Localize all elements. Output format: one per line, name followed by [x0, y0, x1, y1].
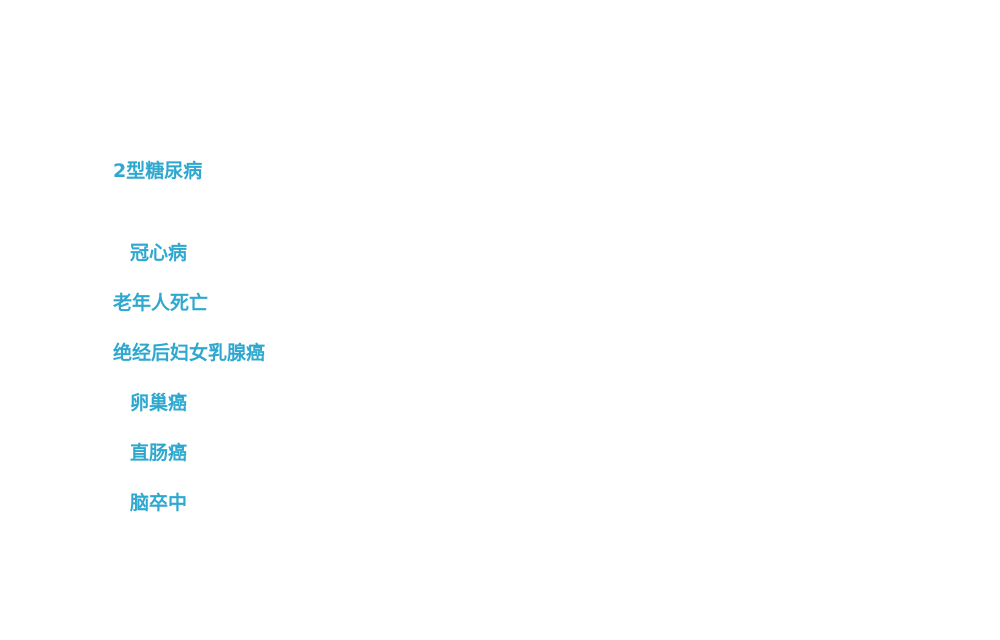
- label-stroke: 脑卒中: [130, 492, 188, 514]
- label-type2-diabetes: 2型糖尿病: [113, 160, 203, 182]
- label-postmenopausal-breast-cancer: 绝经后妇女乳腺癌: [113, 342, 266, 364]
- label-rectal-cancer: 直肠癌: [130, 442, 188, 464]
- label-ovarian-cancer: 卵巢癌: [130, 392, 188, 414]
- label-elderly-mortality: 老年人死亡: [113, 292, 209, 314]
- label-coronary-heart-disease: 冠心病: [130, 242, 188, 264]
